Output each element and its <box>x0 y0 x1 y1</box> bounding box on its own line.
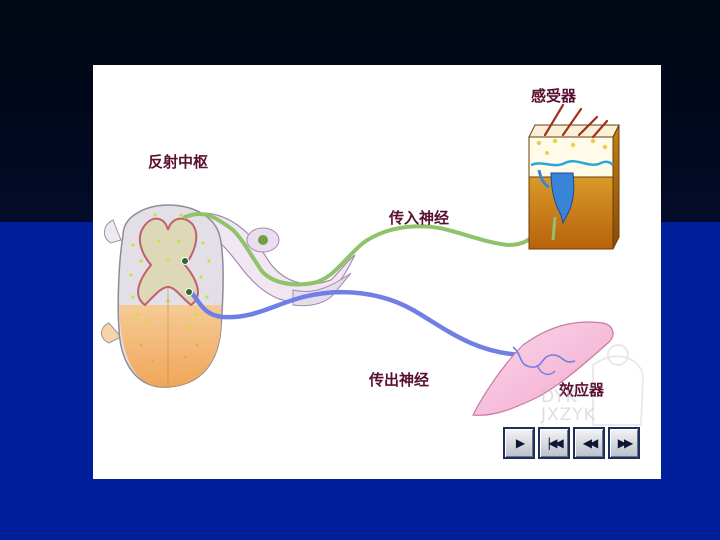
reflex-arc-diagram <box>101 103 645 426</box>
first-slide-button[interactable]: |◀◀ <box>538 427 570 459</box>
slide-canvas: 反射中枢 感受器 传入神经 传出神经 效应器 DYK JXZYK ▶ |◀◀ ◀… <box>93 65 661 479</box>
watermark-text-1: DYK <box>541 387 578 407</box>
spinal-cord <box>101 204 224 388</box>
watermark-text-2: JXZYK <box>541 405 596 425</box>
label-afferent-nerve: 传入神经 <box>389 209 450 227</box>
label-receptor: 感受器 <box>531 87 577 105</box>
label-reflex-center: 反射中枢 <box>148 153 209 171</box>
rewind-button[interactable]: ◀◀ <box>573 427 605 459</box>
afferent-nerve-path <box>183 193 553 287</box>
gray-matter-dots <box>129 213 211 329</box>
afferent-ganglion <box>258 235 268 245</box>
playback-controls: ▶ |◀◀ ◀◀ ▶▶ <box>503 427 640 459</box>
forward-button[interactable]: ▶▶ <box>608 427 640 459</box>
effector-muscle <box>472 321 614 416</box>
efferent-nerve-path <box>186 287 526 358</box>
receptor-skin-block <box>528 103 620 250</box>
play-button[interactable]: ▶ <box>503 427 535 459</box>
label-effector: 效应器 <box>559 381 605 399</box>
watermark-graphic <box>592 344 645 426</box>
label-efferent-nerve: 传出神经 <box>369 371 430 389</box>
